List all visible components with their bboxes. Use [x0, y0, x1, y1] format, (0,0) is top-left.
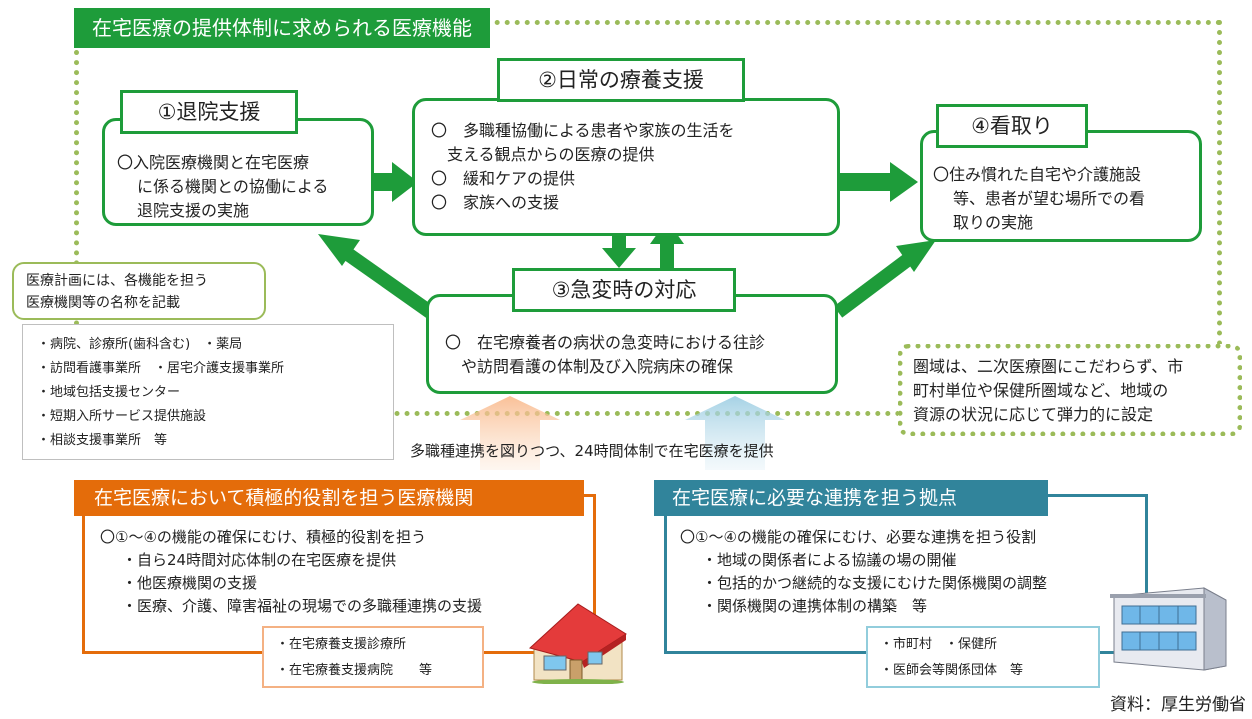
endoflife-line: 取りの実施 — [953, 213, 1034, 232]
active-role-line: ・医療、介護、障害福祉の現場での多職種連携の支援 — [122, 597, 483, 615]
discharge-support-box: 〇入院医療機関と在宅医療 に係る機関との協働による 退院支援の実施 — [102, 118, 374, 226]
clinic-house-illustration — [528, 603, 627, 684]
coordination-hub-title: 在宅医療に必要な連携を担う拠点 — [654, 480, 1048, 516]
active-role-line: ・自ら24時間対応体制の在宅医療を提供 — [122, 551, 397, 569]
hub-line: ・関係機関の連携体制の構築 等 — [702, 597, 928, 615]
end-of-life-text: 〇住み慣れた自宅や介護施設 等、患者が望む場所での看 取りの実施 — [933, 163, 1199, 235]
facility-item: ・訪問看護事業所 ・居宅介護支援事業所 — [37, 361, 285, 376]
endoflife-line: 等、患者が望む場所での看 — [953, 189, 1146, 208]
active-role-examples: ・在宅療養支援診療所 ・在宅療養支援病院 等 — [262, 626, 484, 688]
functions-frame — [74, 20, 1222, 416]
coordination-hub-examples: ・市町村 ・保健所 ・医師会等関係団体 等 — [866, 626, 1100, 688]
daily-line: 〇 緩和ケアの提供 — [431, 169, 576, 188]
discharge-line: に係る機関との協働による — [137, 177, 329, 196]
facility-item: ・短期入所サービス提供施設 — [37, 409, 207, 424]
center-caption: 多職種連携を図りつつ、24時間体制で在宅医療を提供 — [410, 442, 774, 460]
active-role-text: 〇①～④の機能の確保にむけ、積極的役割を担う ・自ら24時間対応体制の在宅医療を… — [100, 526, 580, 618]
end-of-life-box: 〇住み慣れた自宅や介護施設 等、患者が望む場所での看 取りの実施 — [920, 130, 1202, 242]
emergency-line: 〇 在宅療養者の病状の急変時における往診 — [445, 333, 766, 352]
source-credit: 資料：厚生労働省 — [1110, 695, 1246, 715]
area-note-line: 町村単位や保健所圏域など、地域の — [913, 381, 1169, 400]
planning-note: 医療計画には、各機能を担う 医療機関等の名称を記載 — [12, 262, 266, 320]
discharge-line: 〇入院医療機関と在宅医療 — [117, 153, 310, 172]
daily-care-title: ②日常の療養支援 — [497, 58, 745, 102]
emergency-response-text: 〇 在宅療養者の病状の急変時における往診 や訪問看護の体制及び入院病床の確保 — [445, 331, 835, 379]
active-role-line: ・他医療機関の支援 — [122, 574, 258, 592]
page-title: 在宅医療の提供体制に求められる医療機能 — [74, 8, 490, 48]
area-note: 圏域は、二次医療圏にこだわらず、市 町村単位や保健所圏域など、地域の 資源の状況… — [898, 344, 1242, 436]
daily-care-box: 〇 多職種協働による患者や家族の生活を 支える観点からの医療の提供 〇 緩和ケア… — [412, 98, 840, 236]
facility-item: ・病院、診療所(歯科含む) ・薬局 — [37, 337, 243, 352]
arrow-emergency-to-endoflife — [833, 240, 936, 318]
daily-line: 支える観点からの医療の提供 — [431, 145, 655, 164]
emergency-response-title: ③急変時の対応 — [512, 268, 736, 312]
area-note-line: 圏域は、二次医療圏にこだわらず、市 — [913, 357, 1184, 376]
hub-example: ・市町村 ・保健所 — [880, 637, 998, 652]
active-role-line: 〇①～④の機能の確保にむけ、積極的役割を担う — [100, 528, 427, 546]
office-building-illustration — [1110, 587, 1227, 671]
arrow-emergency-to-discharge — [318, 234, 435, 318]
emergency-line: や訪問看護の体制及び入院病床の確保 — [445, 357, 734, 376]
facility-list: ・病院、診療所(歯科含む) ・薬局 ・訪問看護事業所 ・居宅介護支援事業所 ・地… — [22, 324, 394, 460]
discharge-support-text: 〇入院医療機関と在宅医療 に係る機関との協働による 退院支援の実施 — [117, 151, 369, 223]
support-arrow-blue — [685, 396, 785, 470]
active-role-example: ・在宅療養支援病院 等 — [276, 663, 433, 678]
endoflife-line: 〇住み慣れた自宅や介護施設 — [933, 165, 1142, 184]
active-role-example: ・在宅療養支援診療所 — [276, 637, 407, 652]
daily-line: 〇 家族への支援 — [431, 193, 560, 212]
arrow-daily-to-emergency — [602, 226, 636, 268]
daily-care-text: 〇 多職種協働による患者や家族の生活を 支える観点からの医療の提供 〇 緩和ケア… — [431, 119, 831, 215]
active-role-title: 在宅医療において積極的役割を担う医療機関 — [74, 480, 584, 516]
discharge-line: 退院支援の実施 — [137, 201, 250, 220]
hub-example: ・医師会等関係団体 等 — [880, 663, 1024, 678]
note-line: 医療機関等の名称を記載 — [26, 295, 180, 311]
facility-item: ・地域包括支援センター — [37, 385, 181, 400]
end-of-life-title: ④看取り — [936, 104, 1088, 148]
note-line: 医療計画には、各機能を担う — [26, 273, 208, 289]
hub-line: ・地域の関係者による協議の場の開催 — [702, 551, 957, 569]
daily-line: 〇 多職種協働による患者や家族の生活を — [431, 121, 735, 140]
hub-line: 〇①～④の機能の確保にむけ、必要な連携を担う役割 — [680, 528, 1037, 546]
hub-line: ・包括的かつ継続的な支援にむけた関係機関の調整 — [702, 574, 1048, 592]
arrow-discharge-to-daily — [368, 162, 418, 202]
arrow-daily-to-endoflife — [840, 162, 918, 202]
support-arrow-orange — [460, 396, 560, 470]
discharge-support-title: ①退院支援 — [120, 90, 298, 134]
facility-item: ・相談支援事業所 等 — [37, 433, 168, 448]
coordination-hub-text: 〇①～④の機能の確保にむけ、必要な連携を担う役割 ・地域の関係者による協議の場の… — [680, 526, 1140, 618]
area-note-line: 資源の状況に応じて弾力的に設定 — [913, 405, 1154, 424]
